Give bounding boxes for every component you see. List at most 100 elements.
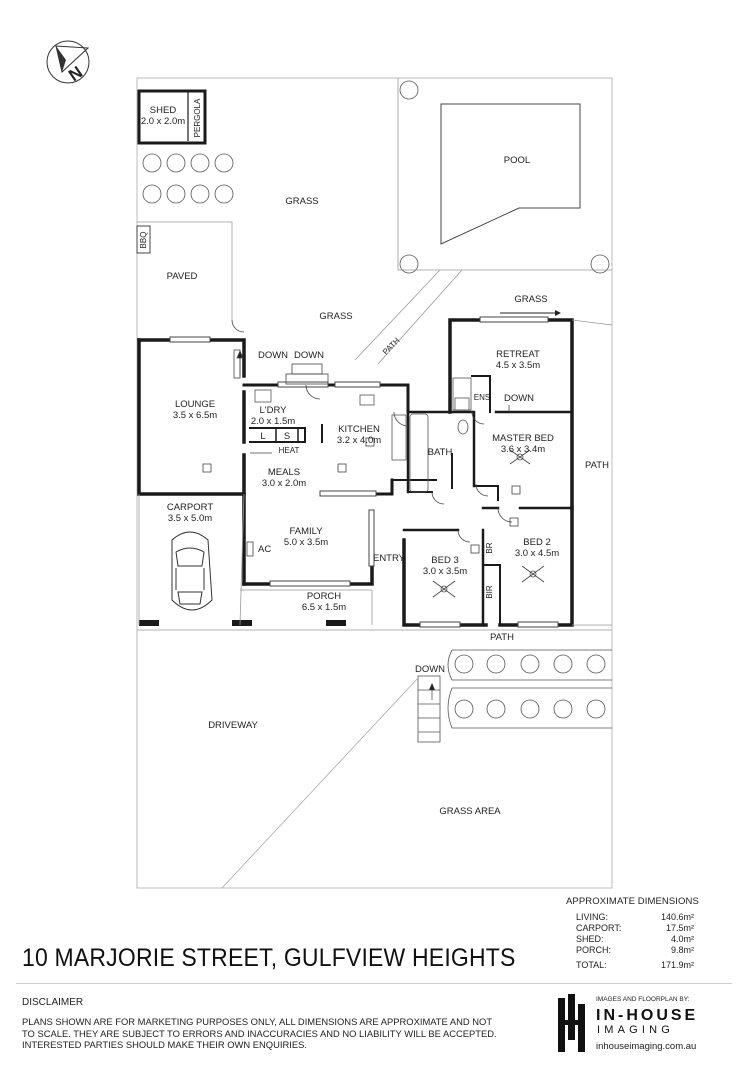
logo-bar — [578, 1004, 585, 1052]
brand-logo-icon — [558, 994, 585, 1052]
property-address: 10 MARJORIE STREET, GULFVIEW HEIGHTS — [22, 944, 516, 972]
laundry-dims: 2.0 x 1.5m — [251, 416, 295, 427]
door-swing — [431, 491, 445, 505]
shrub — [520, 654, 540, 674]
ac-unit — [246, 541, 254, 557]
dimension-label: LIVING: — [576, 912, 609, 922]
step — [291, 363, 323, 375]
bbq-box — [136, 225, 151, 254]
grass-area-label: GRASS AREA — [439, 806, 501, 817]
grass-label-right: GRASS — [514, 294, 547, 305]
shed-dims: 2.0 x 2.0m — [141, 116, 185, 127]
fan-hub — [529, 570, 537, 578]
door-swing — [475, 483, 489, 497]
wall — [328, 383, 410, 414]
dimension-total-value: 171.9m² — [660, 960, 694, 970]
door-swing — [305, 384, 321, 400]
wall — [498, 506, 574, 627]
down-label: DOWN — [294, 350, 324, 361]
brand-url[interactable]: inhouseimaging.com.au — [596, 1041, 697, 1052]
shrub — [214, 184, 234, 204]
porch-name: PORCH — [307, 591, 341, 602]
bbq-label: BBQ — [139, 232, 148, 249]
bed3-dims: 3.0 x 3.5m — [423, 566, 467, 577]
kitchen-name: KITCHEN — [338, 424, 380, 435]
shrub — [454, 699, 474, 719]
path-label-diagonal: PATH — [381, 336, 402, 357]
light-icon — [509, 517, 519, 527]
wall — [348, 564, 374, 586]
pool-area: POOL — [397, 78, 612, 274]
bath-tub — [409, 413, 429, 493]
shed-name: SHED — [150, 105, 177, 116]
down-label: DOWN — [258, 350, 288, 361]
compass: N — [46, 40, 90, 85]
car-rear-window — [177, 591, 203, 605]
ceiling-fan-icon — [521, 565, 545, 583]
shrubs-upper — [142, 153, 234, 204]
shrub — [586, 654, 606, 674]
brand-name: IN-HOUSE — [596, 1007, 699, 1024]
fan-blade — [509, 449, 531, 465]
ceiling-fan-icon — [509, 449, 531, 465]
brand-credit: IMAGES AND FLOORPLAN BY: — [596, 996, 690, 1003]
entry-label: ENTRY — [373, 553, 406, 564]
shed-outline — [137, 89, 207, 145]
light-icon — [511, 485, 521, 495]
dimension-label: SHED: — [576, 934, 604, 944]
shrub — [190, 153, 210, 173]
family-name: FAMILY — [289, 526, 323, 537]
bath-label: BATH — [428, 447, 453, 458]
s-label: S — [284, 431, 290, 442]
shrub — [190, 184, 210, 204]
car-windscreen — [175, 547, 205, 567]
carport-post — [139, 620, 159, 626]
fan-hub — [516, 453, 524, 461]
door-swing — [457, 529, 471, 543]
master-bed-dims: 3.6 x 3.4m — [501, 444, 545, 455]
shrub-row-2 — [142, 184, 234, 204]
shrub — [520, 699, 540, 719]
path-edge — [571, 319, 613, 326]
shed: SHED 2.0 x 2.0m PERGOLA — [137, 89, 207, 145]
grass-label-top: GRASS — [285, 196, 318, 207]
dimension-value: 9.8m² — [670, 945, 694, 955]
bed3-name: BED 3 — [431, 555, 458, 566]
window — [368, 509, 375, 567]
carport-post — [326, 620, 346, 626]
shrub — [454, 654, 474, 674]
logo-bar — [568, 994, 575, 1040]
family-dims: 5.0 x 3.5m — [284, 537, 328, 548]
window — [277, 381, 329, 388]
kitchen-bench — [391, 414, 407, 461]
shrub — [553, 654, 573, 674]
paved-outline — [137, 221, 233, 320]
path-label-east: PATH — [585, 460, 609, 471]
wall — [249, 427, 306, 443]
fan-blade — [432, 580, 456, 598]
garden-bed-outline — [447, 649, 612, 681]
shower — [454, 397, 470, 411]
dimension-row: SHED:4.0m² — [566, 934, 706, 945]
fixtures — [254, 377, 472, 493]
down-label: DOWN — [504, 393, 534, 404]
retreat-name: RETREAT — [496, 349, 540, 360]
arrow-up-icon — [236, 349, 244, 359]
shrub — [486, 699, 506, 719]
light-icon — [202, 463, 212, 473]
car-body — [171, 531, 213, 611]
shrub — [399, 254, 419, 274]
steps — [236, 349, 510, 412]
fan-hub — [440, 585, 448, 593]
shrub — [142, 184, 162, 204]
ac-label: AC — [258, 544, 271, 555]
dimension-label: PORCH: — [576, 945, 612, 955]
bed2-dims: 3.0 x 4.5m — [515, 548, 559, 559]
ceiling-fixtures — [202, 437, 545, 598]
thin-lines — [137, 319, 613, 631]
shrub — [166, 184, 186, 204]
toilet — [457, 419, 469, 435]
site-boundary — [136, 77, 613, 889]
retreat-dims: 4.5 x 3.5m — [496, 360, 540, 371]
